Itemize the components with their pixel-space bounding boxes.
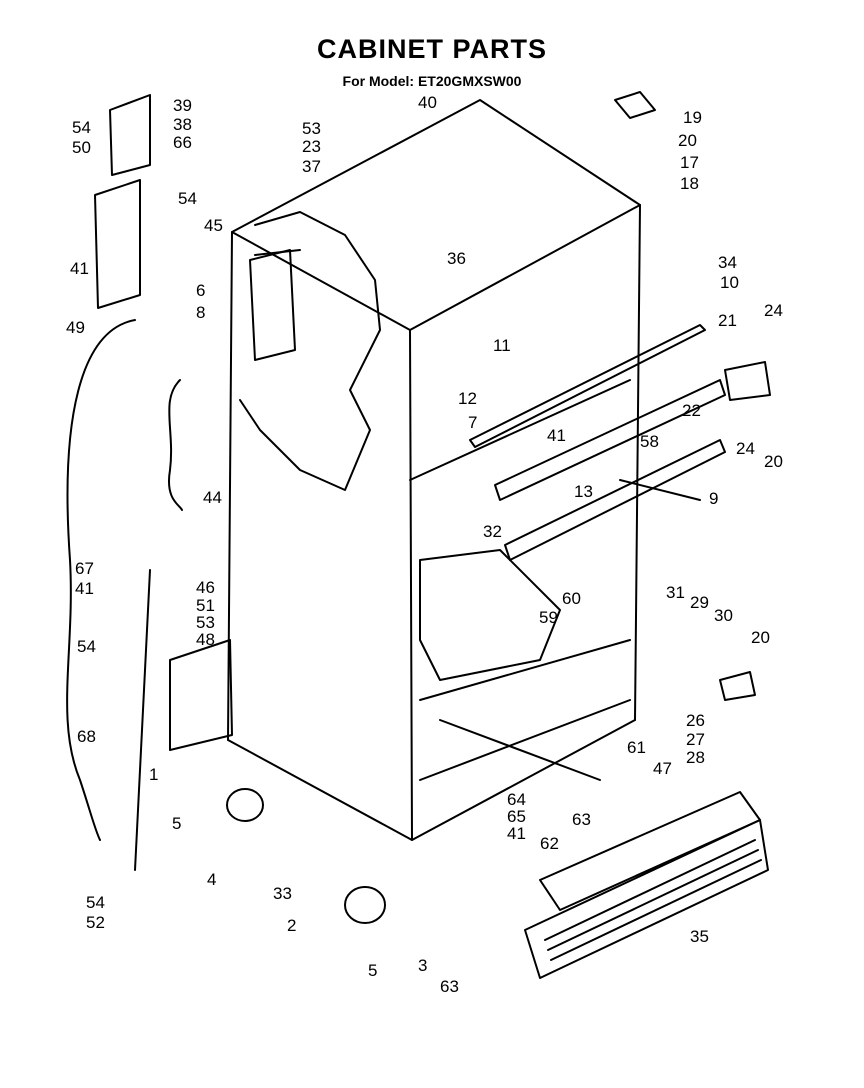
- wiring-and-panels: [66, 94, 233, 871]
- part-label: 41: [507, 824, 526, 843]
- part-label: 29: [690, 593, 709, 612]
- part-label: 37: [302, 157, 321, 176]
- part-label: 11: [493, 336, 511, 355]
- part-label: 34: [718, 253, 737, 272]
- part-label: 46: [196, 578, 215, 597]
- part-label: 30: [714, 606, 733, 625]
- part-label: 21: [718, 311, 737, 330]
- part-label: 22: [682, 401, 701, 420]
- part-label: 31: [666, 583, 685, 602]
- part-label: 53: [302, 119, 321, 138]
- part-label: 8: [196, 303, 205, 322]
- part-label: 47: [653, 759, 672, 778]
- part-label: 20: [751, 628, 770, 647]
- part-label: 54: [77, 637, 96, 656]
- part-label: 40: [418, 93, 437, 112]
- part-label: 20: [764, 452, 783, 471]
- part-label: 7: [468, 413, 477, 432]
- part-label: 39: [173, 96, 192, 115]
- base-grille: [524, 791, 769, 979]
- part-label: 54: [178, 189, 197, 208]
- part-label: 3: [418, 956, 427, 975]
- part-label: 50: [72, 138, 91, 157]
- part-label: 51: [196, 596, 215, 615]
- part-label: 33: [273, 884, 292, 903]
- part-label: 41: [75, 579, 94, 598]
- part-label: 12: [458, 389, 477, 408]
- part-label: 61: [627, 738, 646, 757]
- rollers-hinges: [226, 91, 771, 924]
- part-label: 6: [196, 281, 205, 300]
- part-label: 24: [736, 439, 755, 458]
- part-label: 17: [680, 153, 699, 172]
- part-label: 64: [507, 790, 526, 809]
- part-label: 5: [368, 961, 377, 980]
- part-label: 36: [447, 249, 466, 268]
- part-label: 65: [507, 807, 526, 826]
- part-label: 62: [540, 834, 559, 853]
- part-label: 54: [72, 118, 91, 137]
- part-label: 32: [483, 522, 502, 541]
- part-label: 27: [686, 730, 705, 749]
- part-label: 38: [173, 115, 192, 134]
- part-label: 13: [574, 482, 593, 501]
- model-subtitle: For Model: ET20GMXSW00: [342, 73, 522, 89]
- part-label: 23: [302, 137, 321, 156]
- mullion-rails: [469, 324, 726, 561]
- part-label: 26: [686, 711, 705, 730]
- part-number-labels: 54 50 39 38 66 53 23 37 40 54 45 41 6 8 …: [66, 93, 783, 996]
- part-label: 59: [539, 608, 558, 627]
- part-label: 41: [547, 426, 566, 445]
- part-label: 5: [172, 814, 181, 833]
- part-label: 45: [204, 216, 223, 235]
- part-label: 10: [720, 273, 739, 292]
- part-label: 4: [207, 870, 216, 889]
- part-label: 48: [196, 630, 215, 649]
- part-label: 2: [287, 916, 296, 935]
- part-label: 58: [640, 432, 659, 451]
- diagram-title: CABINET PARTS: [316, 34, 547, 64]
- part-label: 18: [680, 174, 699, 193]
- part-label: 52: [86, 913, 105, 932]
- part-label: 54: [86, 893, 105, 912]
- part-label: 35: [690, 927, 709, 946]
- part-label: 49: [66, 318, 85, 337]
- part-label: 24: [764, 301, 783, 320]
- part-label: 19: [683, 108, 702, 127]
- part-label: 1: [149, 765, 158, 784]
- part-label: 20: [678, 131, 697, 150]
- part-label: 63: [440, 977, 459, 996]
- part-label: 66: [173, 133, 192, 152]
- part-label: 44: [203, 488, 222, 507]
- part-label: 9: [709, 489, 718, 508]
- part-label: 28: [686, 748, 705, 767]
- cabinet-shell: [227, 99, 641, 841]
- part-label: 68: [77, 727, 96, 746]
- part-label: 63: [572, 810, 591, 829]
- part-label: 41: [70, 259, 89, 278]
- part-label: 60: [562, 589, 581, 608]
- part-label: 67: [75, 559, 94, 578]
- part-label: 53: [196, 613, 215, 632]
